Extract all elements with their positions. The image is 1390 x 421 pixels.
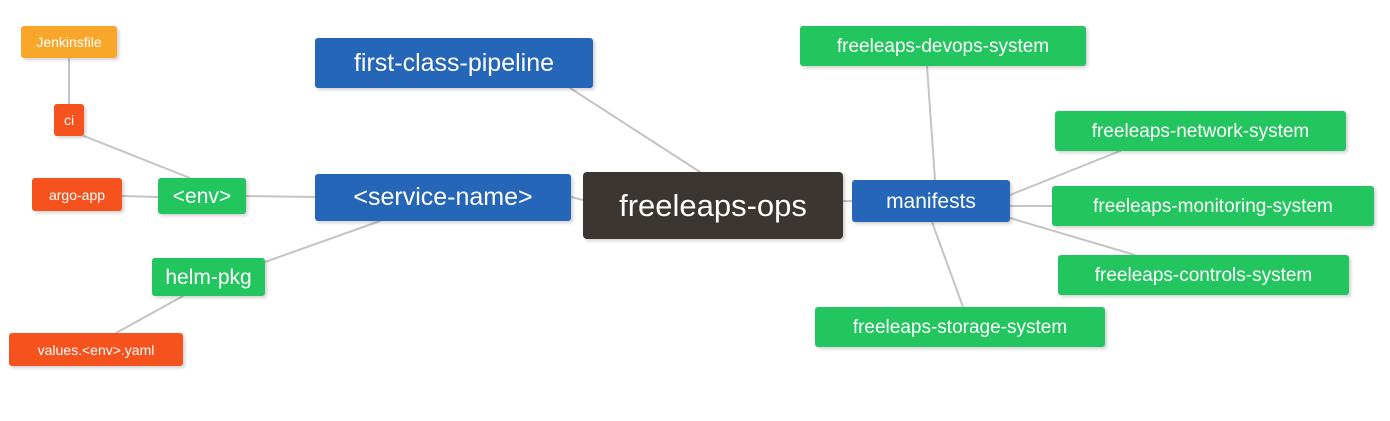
edge-ci-to-env [83, 135, 191, 179]
node-network-system[interactable]: freeleaps-network-system [1055, 111, 1346, 151]
node-monitoring-system[interactable]: freeleaps-monitoring-system [1052, 186, 1374, 226]
node-devops-system[interactable]: freeleaps-devops-system [800, 26, 1086, 66]
node-storage-system[interactable]: freeleaps-storage-system [815, 307, 1105, 347]
node-values-yaml[interactable]: values.<env>.yaml [9, 333, 183, 366]
node-env[interactable]: <env> [158, 178, 246, 214]
edge-env-to-service-name [245, 195, 316, 198]
node-controls-system[interactable]: freeleaps-controls-system [1058, 255, 1349, 295]
node-argo-app[interactable]: argo-app [32, 178, 122, 211]
node-manifests[interactable]: manifests [852, 180, 1010, 222]
edge-helm-pkg-to-values-yaml [115, 295, 184, 334]
node-root[interactable]: freeleaps-ops [583, 172, 843, 239]
node-service-name[interactable]: <service-name> [315, 174, 571, 221]
edge-manifests-to-devops-system [926, 65, 936, 181]
edge-first-class-pipeline-to-root [569, 87, 701, 173]
edge-service-name-to-helm-pkg [264, 220, 381, 263]
edge-service-name-to-root [570, 196, 584, 201]
edge-argo-app-to-env [121, 195, 159, 198]
node-helm-pkg[interactable]: helm-pkg [152, 258, 265, 296]
node-jenkinsfile[interactable]: Jenkinsfile [21, 26, 117, 58]
edge-manifests-to-storage-system [931, 221, 964, 308]
node-ci[interactable]: ci [54, 104, 84, 136]
node-first-class-pipeline[interactable]: first-class-pipeline [315, 38, 593, 88]
